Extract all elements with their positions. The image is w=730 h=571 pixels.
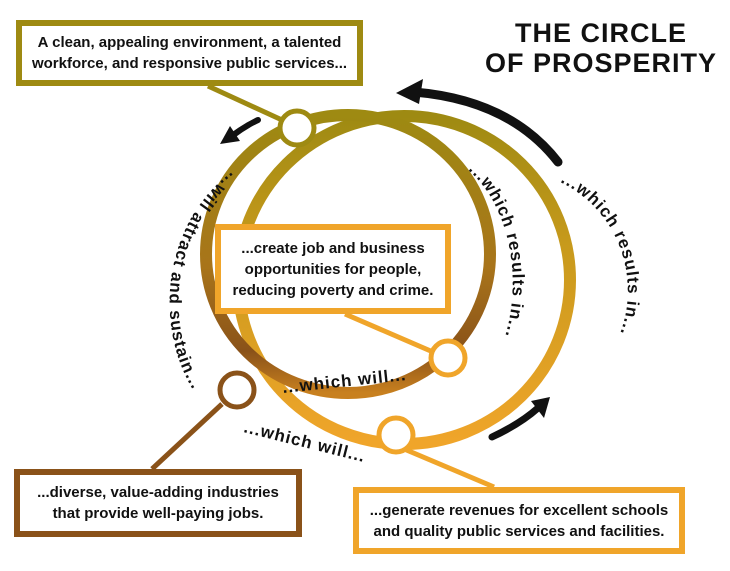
node-left	[217, 370, 257, 410]
inner-ring	[200, 109, 496, 399]
jobs-text-line-3: reducing poverty and crime.	[232, 281, 434, 299]
diagram-title: THE CIRCLE OF PROSPERITY	[476, 18, 726, 78]
curved-arrow-icon-bottom-right	[488, 397, 550, 441]
title-line-2: OF PROSPERITY	[484, 48, 718, 78]
title-line-1: THE CIRCLE	[515, 18, 687, 48]
revenues-text-line-2: and quality public services and faciliti…	[373, 522, 665, 540]
revenues-text-line-1: ...generate revenues for excellent schoo…	[369, 501, 669, 519]
connector-line-center	[344, 311, 434, 355]
node-bottom	[376, 415, 416, 455]
connector-line-bottom-right	[396, 443, 495, 490]
environment-text-line-1: A clean, appealing environment, a talent…	[37, 34, 342, 51]
connector-line-bottom-left	[150, 402, 224, 471]
node-center-right	[428, 338, 468, 378]
jobs-text-line-1: ...create job and business	[241, 239, 425, 257]
jobs-text-line-2: opportunities for people,	[244, 260, 422, 278]
which-will-outer-label: ...which will...	[242, 417, 368, 466]
environment-box: A clean, appealing environment, a talent…	[16, 20, 363, 86]
environment-text-line-2: workforce, and responsive public service…	[31, 55, 348, 72]
curved-arrow-icon-left	[220, 117, 261, 144]
connector-line-top	[206, 83, 284, 123]
node-top	[277, 108, 317, 148]
curved-arrow-icon-top	[396, 79, 563, 167]
revenues-box: ...generate revenues for excellent schoo…	[353, 487, 685, 554]
industries-box: ...diverse, value-adding industries that…	[14, 469, 302, 537]
industries-text-line-1: ...diverse, value-adding industries	[37, 484, 279, 501]
jobs-box: ...create job and business opportunities…	[215, 224, 451, 314]
industries-text-line-2: that provide well-paying jobs.	[52, 505, 264, 522]
